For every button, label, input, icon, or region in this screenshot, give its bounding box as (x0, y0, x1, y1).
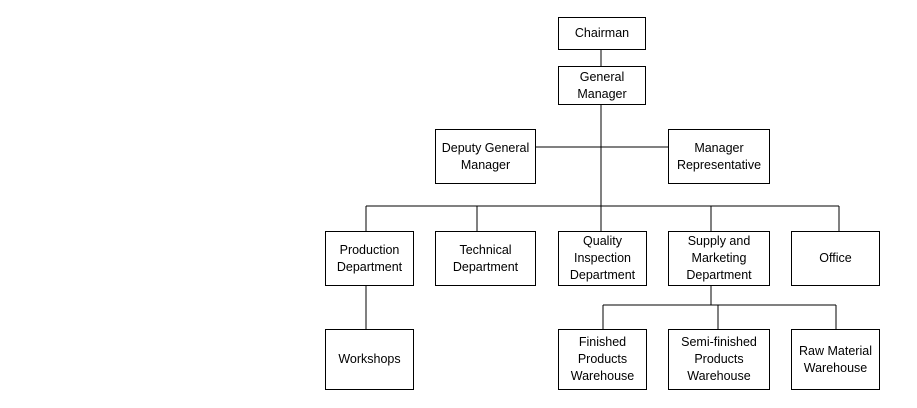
semi-finished-products-warehouse-box: Semi-finished Products Warehouse (668, 329, 770, 390)
raw-material-warehouse-box: Raw Material Warehouse (791, 329, 880, 390)
chairman-box: Chairman (558, 17, 646, 50)
quality-inspection-department-box: Quality Inspection Department (558, 231, 647, 286)
general-manager-box: General Manager (558, 66, 646, 105)
production-department-box: Production Department (325, 231, 414, 286)
supply-and-marketing-department-box: Supply and Marketing Department (668, 231, 770, 286)
quality-inspection-department-label: Quality Inspection Department (569, 234, 636, 282)
office-box: Office (791, 231, 880, 286)
semi-finished-products-warehouse-label: Semi-finished Products Warehouse (681, 335, 757, 383)
manager-representative-label: Manager Representative (676, 140, 762, 172)
technical-department-box: Technical Department (435, 231, 536, 286)
raw-material-warehouse-label: Raw Material Warehouse (799, 343, 872, 375)
workshops-label: Workshops (338, 352, 401, 366)
finished-products-warehouse-box: Finished Products Warehouse (558, 329, 647, 390)
technical-department-label: Technical Department (452, 242, 519, 274)
general-manager-label: General Manager (577, 69, 627, 101)
office-label: Office (819, 251, 852, 265)
chairman-label: Chairman (574, 26, 630, 40)
manager-representative-box: Manager Representative (668, 129, 770, 184)
deputy-general-manager-box: Deputy General Manager (435, 129, 536, 184)
workshops-box: Workshops (325, 329, 414, 390)
deputy-general-manager-label: Deputy General Manager (441, 140, 530, 172)
production-department-label: Production Department (336, 242, 403, 274)
finished-products-warehouse-label: Finished Products Warehouse (570, 335, 635, 383)
supply-and-marketing-department-label: Supply and Marketing Department (686, 234, 752, 282)
